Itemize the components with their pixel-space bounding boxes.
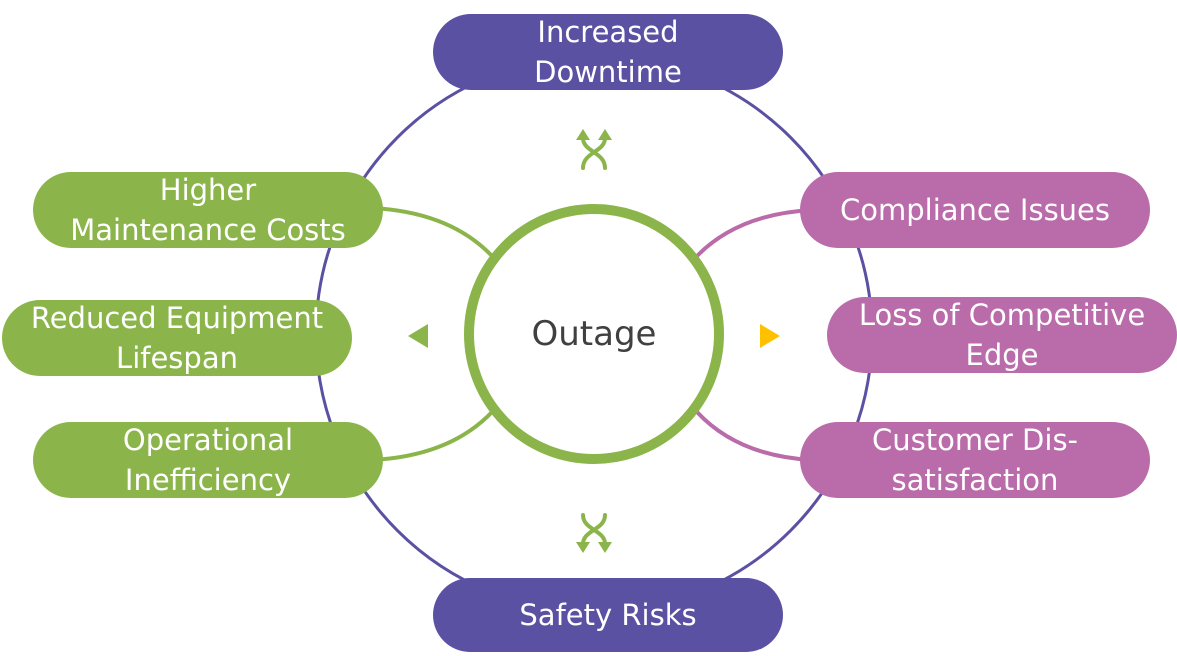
center-node-outage: Outage	[464, 204, 724, 464]
node-label: Safety Risks	[519, 598, 697, 632]
node-label: Compliance Issues	[839, 193, 1111, 227]
node-label: Operational Inefficiency	[122, 423, 294, 497]
node-higher-maintenance-costs: Higher Maintenance Costs	[33, 172, 383, 248]
node-label: Higher Maintenance Costs	[70, 173, 346, 247]
connector-left-top	[371, 206, 494, 258]
swap-vertical-arrows-icon	[576, 129, 612, 170]
node-compliance-issues: Compliance Issues	[800, 172, 1150, 248]
triangle-right-icon	[760, 324, 780, 348]
node-loss-of-competitive-edge: Loss of Competitive Edge	[827, 297, 1177, 373]
swap-vertical-arrows-icon	[576, 513, 612, 553]
connector-left-bottom	[371, 410, 494, 462]
connector-right-top	[695, 208, 813, 258]
node-reduced-equipment-lifespan: Reduced Equipment Lifespan	[2, 300, 352, 376]
node-label: Customer Dis- satisfaction	[871, 423, 1079, 497]
node-increased-downtime: Increased Downtime	[433, 14, 783, 90]
node-label: Loss of Competitive Edge	[858, 298, 1146, 372]
node-label: Increased Downtime	[534, 15, 682, 89]
node-safety-risks: Safety Risks	[433, 578, 783, 652]
node-label: Reduced Equipment Lifespan	[30, 301, 324, 375]
connector-right-bottom	[695, 410, 813, 462]
node-operational-inefficiency: Operational Inefficiency	[33, 422, 383, 498]
center-label: Outage	[531, 314, 657, 354]
triangle-left-icon	[408, 324, 428, 348]
node-customer-dissatisfaction: Customer Dis- satisfaction	[800, 422, 1150, 498]
